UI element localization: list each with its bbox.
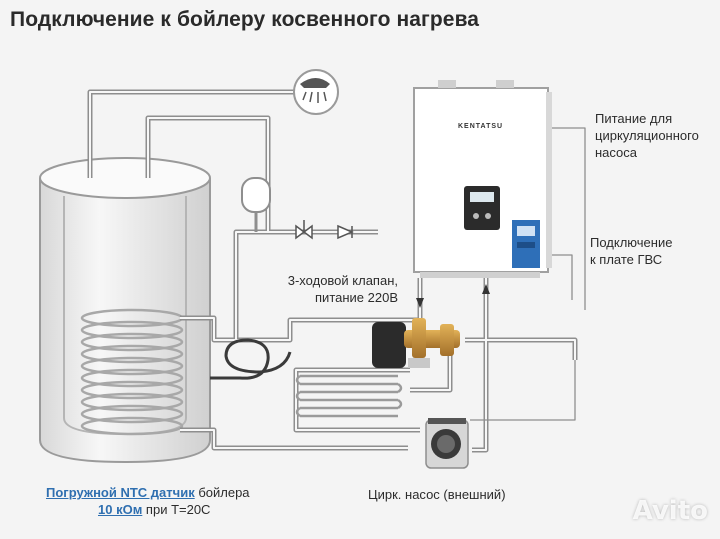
sensor-note-text-2: при T=20C [142, 502, 211, 517]
gas-boiler [413, 80, 552, 278]
sensor-note-line-1: Погружной NTC датчик бойлера [46, 484, 250, 501]
valve-line-2: питание 220В [315, 290, 398, 305]
radiator-icon [295, 374, 403, 418]
avito-watermark: Avito [632, 496, 708, 526]
ntc-sensor-link[interactable]: Погружной NTC датчик [46, 485, 195, 500]
dhw-board-line-1: Подключение [590, 235, 673, 250]
three-way-valve-icon [372, 318, 460, 368]
dhw-board-line-2: к плате ГВС [590, 252, 663, 267]
valve-label: 3-ходовой клапан, питание 220В [264, 272, 398, 306]
pump-power-line-1: Питание для [595, 111, 673, 126]
dhw-board-label: Подключение к плате ГВС [590, 234, 672, 268]
external-pump-label: Цирк. насос (внешний) [368, 487, 506, 502]
valve-line-1: 3-ходовой клапан, [287, 273, 398, 288]
sensor-note-text-1: бойлера [194, 485, 250, 500]
sensor-note-line-2: 10 кОм при T=20C [46, 501, 250, 518]
shower-head-icon [293, 69, 339, 115]
resistance-link[interactable]: 10 кОм [98, 502, 143, 517]
circulation-pump-icon [425, 418, 469, 469]
sensor-note: Погружной NTC датчик бойлера 10 кОм при … [46, 484, 250, 518]
boiler-brand: KENTATSU [458, 123, 504, 130]
check-valve-icon [295, 220, 354, 240]
page-title: Подключение к бойлеру косвенного нагрева [10, 8, 480, 31]
pump-power-line-3: насоса [595, 145, 638, 160]
expansion-tank-icon [241, 177, 271, 232]
pump-power-label: Питание для циркуляционного насоса [595, 110, 699, 161]
heat-coil [80, 308, 184, 436]
pump-power-line-2: циркуляционного [595, 128, 699, 143]
flow-arrows [416, 284, 490, 308]
